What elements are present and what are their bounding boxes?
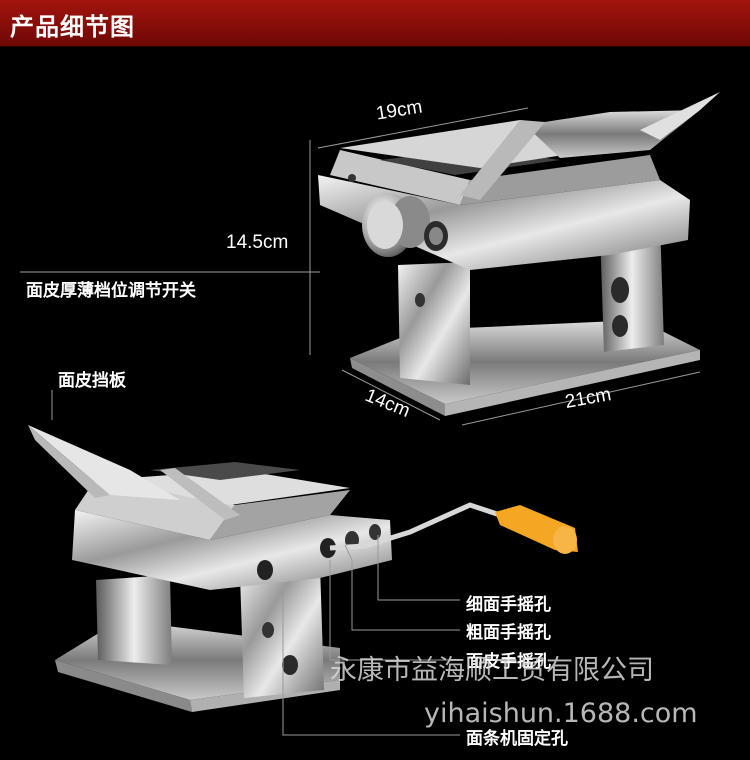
machine-bottom [28,425,578,712]
callout-lines [51,390,460,736]
label-sheet-hole: 面皮手摇孔 [466,652,551,672]
label-thin-noodle-hole: 细面手摇孔 [466,595,551,615]
dimension-height: 14.5cm [226,232,289,253]
page-title: 产品细节图 [10,13,135,41]
dimension-lines [20,107,701,426]
label-thick-noodle-hole: 粗面手摇孔 [466,623,551,643]
header-bar: 产品细节图 [0,0,750,47]
label-sheet-guard: 面皮挡板 [58,371,126,391]
machine-top [318,92,720,416]
watermark-site: yihaishun.1688.com [424,698,698,729]
label-mount-hole: 面条机固定孔 [466,729,568,749]
label-thickness-switch: 面皮厚薄档位调节开关 [26,281,196,301]
watermark-company: 永康市益海顺工贸有限公司 [330,655,654,686]
